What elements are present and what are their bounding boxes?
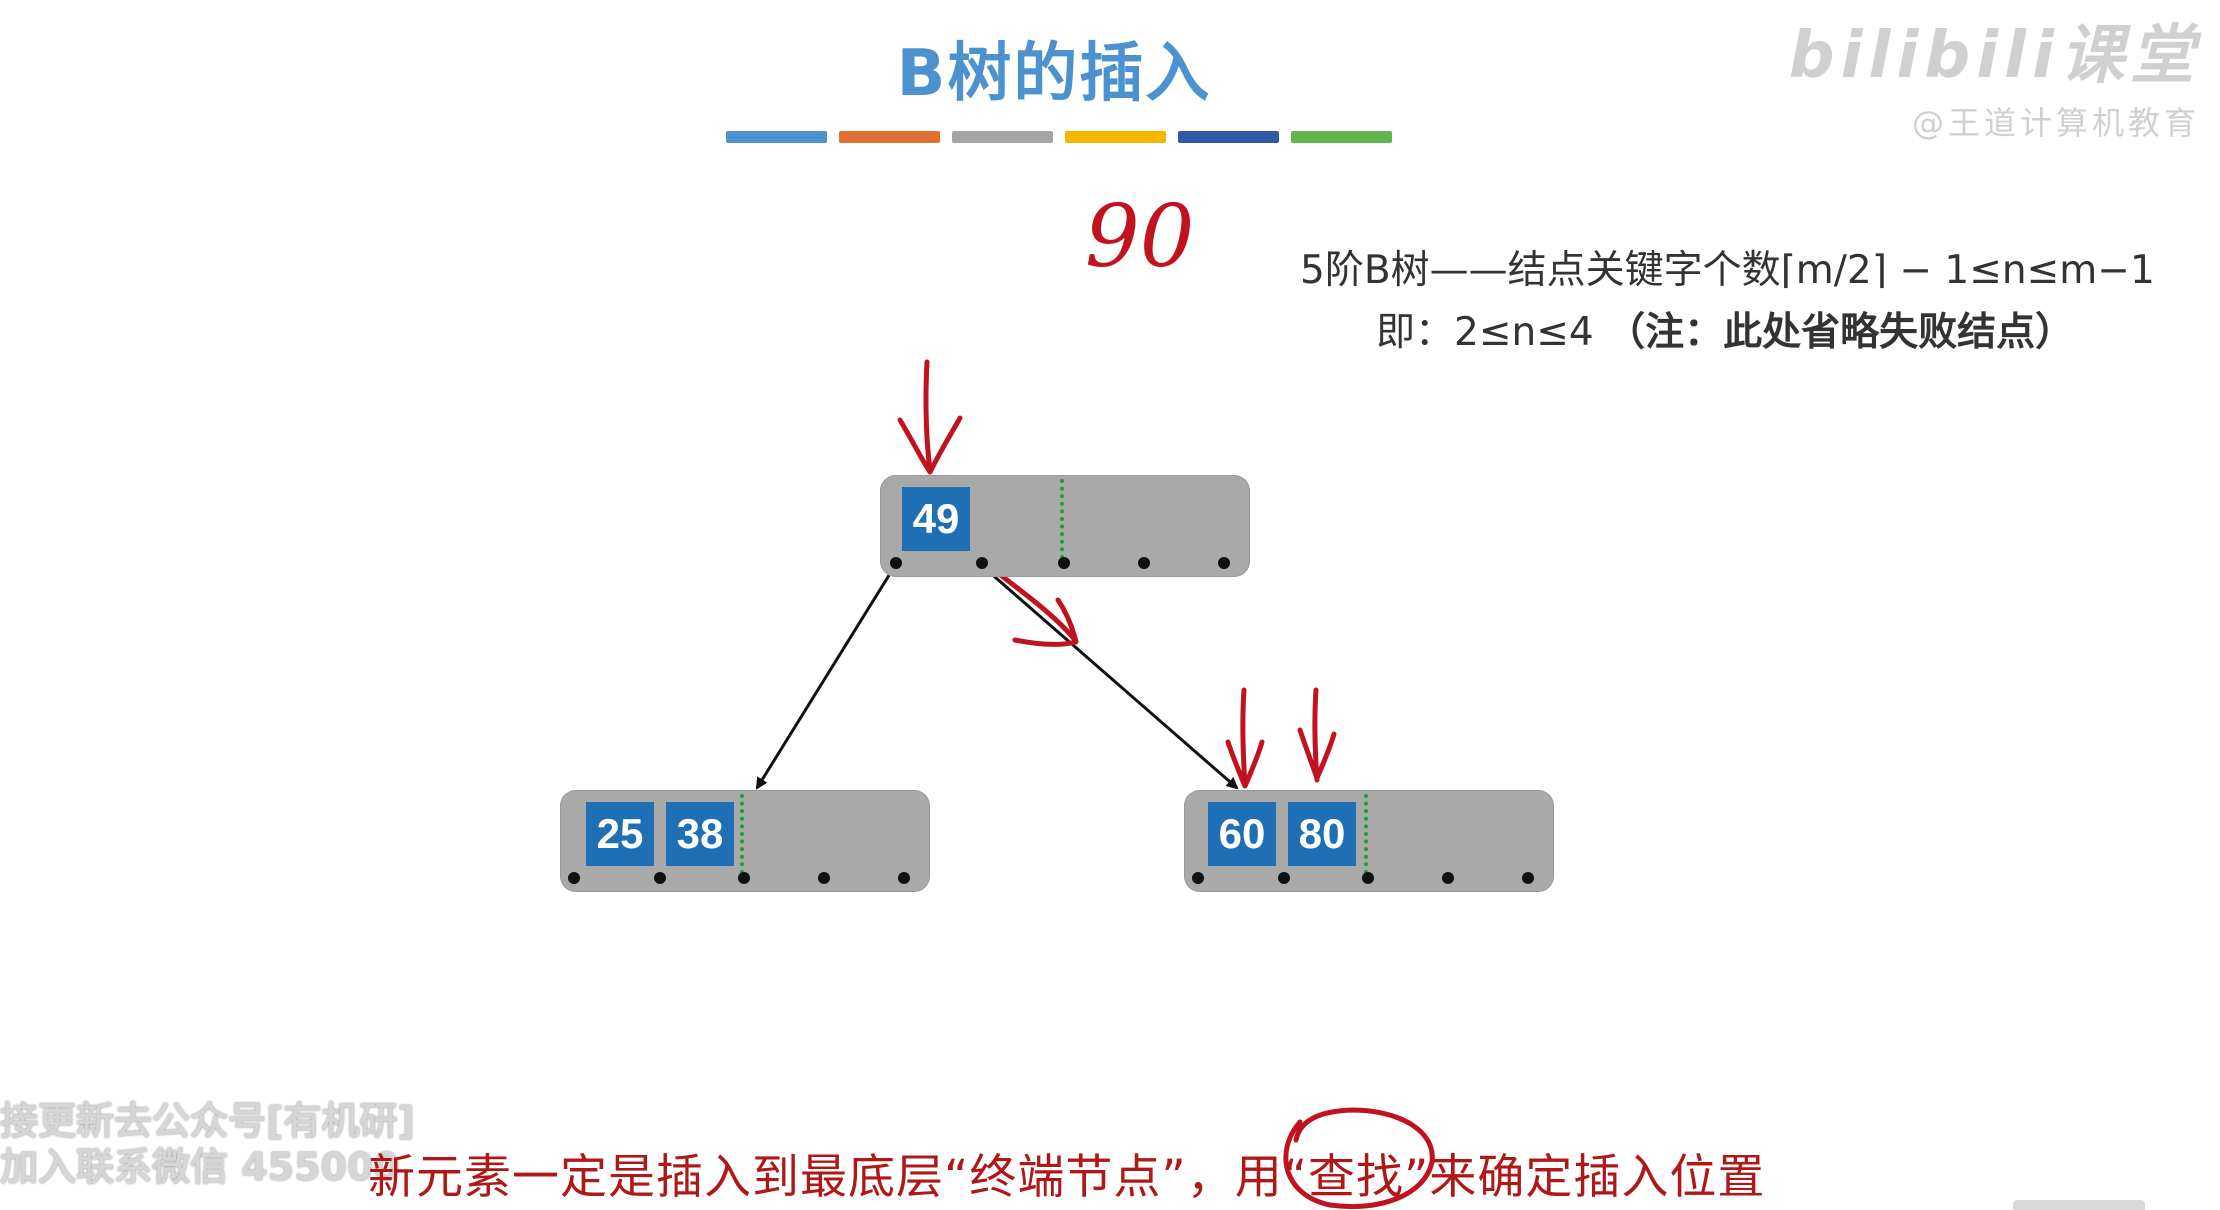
red-pen-annotations xyxy=(897,359,1435,1210)
key-cell: 80 xyxy=(1288,802,1356,866)
red-circle-search xyxy=(1283,1107,1435,1210)
red-arrow-key-60 xyxy=(1225,687,1265,789)
title-color-stripe xyxy=(726,131,1392,143)
node-capacity-separator xyxy=(1364,794,1368,874)
stripe-segment xyxy=(1291,131,1392,143)
edge-root-right xyxy=(979,562,1239,790)
child-pointer xyxy=(1522,872,1534,884)
edge-root-left xyxy=(755,563,898,790)
key-cell: 38 xyxy=(666,802,734,866)
btree-left-node: 25 38 xyxy=(560,790,930,892)
child-pointer xyxy=(1362,872,1374,884)
watermark-brand: bilibili课堂 xyxy=(1788,19,2200,93)
node-capacity-separator xyxy=(740,794,744,874)
handwritten-insert-value: 90 xyxy=(1085,187,1195,287)
child-pointer xyxy=(1218,557,1230,569)
overlay-line: 加入联系微信 455000 xyxy=(0,1145,400,1189)
info-range-value: 即：2≤n≤4 xyxy=(1376,310,1594,355)
child-pointer xyxy=(1138,557,1150,569)
child-pointer xyxy=(890,557,902,569)
key-cell: 25 xyxy=(586,802,654,866)
stripe-segment xyxy=(726,131,827,143)
red-arrow-root xyxy=(897,359,963,475)
child-pointer xyxy=(568,872,580,884)
child-pointer xyxy=(1278,872,1290,884)
info-keyword-range: 5阶B树——结点关键字个数⌈m/2⌉ − 1≤n≤m−1 xyxy=(1300,248,2155,293)
slide-caption: 新元素一定是插入到最底层“终端节点”，用“查找”来确定插入位置 xyxy=(368,1150,1766,1205)
page-title: B树的插入 xyxy=(896,37,1212,111)
overlay-line: 接更新去公众号[有机研] xyxy=(0,1099,415,1143)
stripe-segment xyxy=(952,131,1053,143)
child-pointer xyxy=(898,872,910,884)
video-overlay-text: 接更新去公众号[有机研] 加入联系微信 455000 xyxy=(0,1098,415,1190)
stripe-segment xyxy=(1065,131,1166,143)
btree-order-info: 5阶B树——结点关键字个数⌈m/2⌉ − 1≤n≤m−1 即：2≤n≤4 （注：… xyxy=(1300,240,2220,364)
stripe-segment xyxy=(1178,131,1279,143)
red-arrow-key-80 xyxy=(1297,687,1337,783)
child-pointer xyxy=(1192,872,1204,884)
child-pointer xyxy=(654,872,666,884)
child-pointer xyxy=(1442,872,1454,884)
btree-root-node: 49 xyxy=(880,475,1250,577)
info-note: （注：此处省略失败结点） xyxy=(1606,310,2075,355)
btree-right-node: 60 80 xyxy=(1184,790,1554,892)
bilibili-watermark: bilibili课堂 @王道计算机教育 xyxy=(1789,4,2200,144)
watermark-channel: @王道计算机教育 xyxy=(1911,104,2200,142)
key-cell: 49 xyxy=(902,487,970,551)
child-pointer xyxy=(738,872,750,884)
node-capacity-separator xyxy=(1060,479,1064,559)
key-cell: 60 xyxy=(1208,802,1276,866)
player-control-tab[interactable] xyxy=(2013,1200,2145,1210)
child-pointer xyxy=(1058,557,1070,569)
info-range-detail: 即：2≤n≤4 （注：此处省略失败结点） xyxy=(1300,302,2220,364)
child-pointer xyxy=(818,872,830,884)
child-pointer xyxy=(976,557,988,569)
stripe-segment xyxy=(839,131,940,143)
